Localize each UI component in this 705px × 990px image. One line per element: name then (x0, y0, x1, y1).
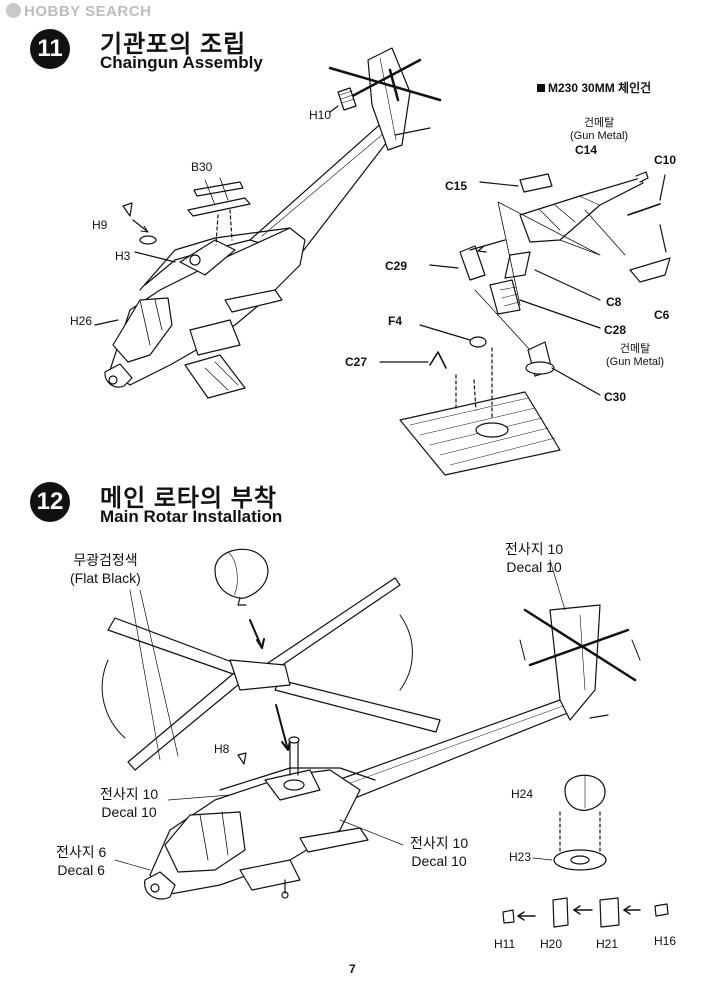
gun-metal-english-2: (Gun Metal) (606, 356, 665, 368)
hobby-search-logo-icon (6, 3, 21, 18)
part-label-c29: C29 (385, 259, 408, 273)
part-label-h23: H23 (509, 850, 532, 864)
step-12-number: 12 (30, 482, 70, 522)
gun-metal-english-1: (Gun Metal) (570, 130, 629, 142)
part-label-b30: B30 (191, 160, 213, 174)
gun-metal-korean-2: 건메탈 (619, 343, 651, 355)
decal-nose-callout: 전사지 6 Decal 6 (56, 843, 106, 879)
step11-chaingun-drawing (379, 171, 671, 476)
part-label-c30: C30 (604, 390, 627, 404)
decal-tail-english: Decal 10 (506, 559, 562, 575)
step12-helicopter-drawing (114, 559, 641, 900)
part-label-h11: H11 (494, 937, 516, 951)
decal-body-english: Decal 10 (101, 804, 157, 820)
weapon-label-text: M230 30MM 체인건 (548, 81, 652, 95)
step12-rotor-drawing (101, 548, 441, 771)
part-label-h21: H21 (596, 937, 619, 951)
decal-mid-english: Decal 10 (411, 853, 467, 869)
watermark: HOBBY SEARCH (6, 3, 151, 20)
decal-mid-korean: 전사지 10 (410, 835, 469, 851)
part-label-h8: H8 (214, 742, 230, 756)
part-label-f4: F4 (388, 314, 403, 328)
part-label-c8: C8 (606, 295, 622, 309)
part-label-h10: H10 (309, 108, 332, 122)
part-label-h16: H16 (654, 934, 677, 948)
part-label-c6: C6 (654, 308, 670, 322)
part-label-c15: C15 (445, 179, 468, 193)
part-label-h26: H26 (70, 314, 93, 328)
step11-helicopter-drawing (94, 47, 442, 399)
decal-nose-korean: 전사지 6 (56, 844, 107, 860)
step-12-title-english: Main Rotar Installation (100, 507, 283, 526)
part-label-c10: C10 (654, 153, 677, 167)
flat-black-english: (Flat Black) (70, 570, 141, 586)
part-label-h20: H20 (540, 937, 563, 951)
square-bullet-icon (537, 84, 545, 92)
decal-nose-english: Decal 6 (57, 862, 105, 878)
decal-body-callout: 전사지 10 Decal 10 (100, 785, 158, 821)
step-12-title-korean: 메인 로타의 부착 (100, 485, 277, 512)
gun-metal-korean-1: 건메탈 (583, 117, 615, 129)
watermark-text: HOBBY SEARCH (24, 3, 152, 20)
decal-mid-callout: 전사지 10 Decal 10 (410, 834, 468, 870)
decal-body-korean: 전사지 10 (100, 786, 159, 802)
part-label-c27: C27 (345, 355, 368, 369)
step12-small-parts-drawing (502, 774, 669, 928)
part-label-c28: C28 (604, 323, 627, 337)
step-11-number: 11 (30, 29, 70, 69)
decal-tail-korean: 전사지 10 (505, 541, 564, 557)
flat-black-callout: 무광검정색 (Flat Black) (70, 551, 141, 587)
weapon-label: M230 30MM 체인건 (537, 79, 651, 96)
page-number: 7 (349, 962, 356, 976)
flat-black-korean: 무광검정색 (73, 552, 138, 568)
step-11-title-english: Chaingun Assembly (100, 53, 263, 72)
decal-tail-callout: 전사지 10 Decal 10 (505, 540, 563, 576)
gun-metal-callout-2: 건메탈 (Gun Metal) (606, 343, 664, 369)
part-label-c14: C14 (575, 143, 598, 157)
part-label-h24: H24 (511, 787, 534, 801)
part-label-h9: H9 (92, 218, 108, 232)
part-label-h3: H3 (115, 249, 131, 263)
gun-metal-callout-1: 건메탈 (Gun Metal) (570, 117, 628, 143)
step-11-title-korean: 기관포의 조립 (100, 31, 247, 58)
